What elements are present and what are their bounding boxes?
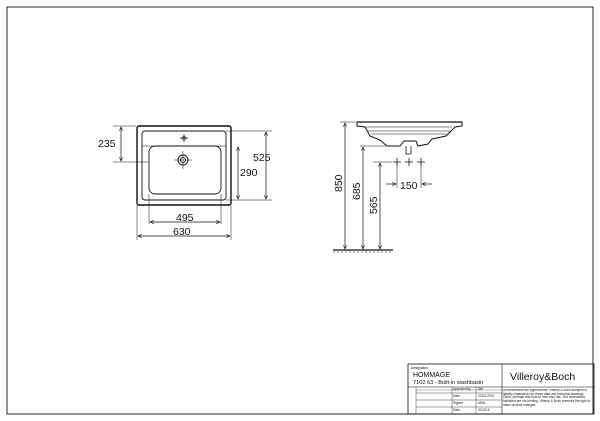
dim-label-685: 685 bbox=[351, 182, 363, 200]
plan-view: 235 290 525 495 630 bbox=[98, 125, 272, 240]
title-label-date2: Date bbox=[453, 408, 460, 412]
title-value-signed: MHA bbox=[478, 401, 486, 405]
drain-icon bbox=[174, 151, 192, 169]
title-value-approved: DM bbox=[478, 387, 483, 391]
drain-pipe bbox=[405, 146, 412, 155]
title-value-date: 23.05.2015 bbox=[478, 394, 494, 398]
brand-logo-text: Villeroy&Boch bbox=[510, 371, 575, 383]
title-label-approved: Approved by bbox=[453, 387, 471, 391]
title-series: HOMMAGE bbox=[413, 372, 450, 379]
dim-label-290: 290 bbox=[240, 167, 258, 179]
title-label-date: Date bbox=[453, 394, 460, 398]
basin-outer-rim bbox=[136, 125, 232, 206]
drawing-border bbox=[6, 6, 594, 415]
tap-holes-icon bbox=[393, 158, 425, 166]
dim-label-235: 235 bbox=[98, 138, 116, 150]
dim-label-850: 850 bbox=[333, 174, 345, 192]
title-item-description: 7102 63 - Built-in washbasin bbox=[413, 380, 483, 386]
dim-label-630: 630 bbox=[173, 226, 191, 238]
dim-label-150: 150 bbox=[400, 180, 418, 192]
title-disclaimer: All dimensions are approximate. Villeroy… bbox=[503, 389, 591, 407]
basin-bowl bbox=[148, 145, 222, 195]
title-block: Designation HOMMAGE 7102 63 - Built-in w… bbox=[407, 363, 595, 415]
title-label-designation: Designation bbox=[411, 366, 428, 370]
title-label-signed: Signed bbox=[453, 401, 463, 405]
title-value-date2: 03.2015 bbox=[478, 408, 490, 412]
dim-label-565: 565 bbox=[368, 196, 380, 214]
basin-hatching bbox=[365, 126, 452, 135]
side-view: 150 850 685 565 bbox=[333, 121, 463, 253]
tap-hole-icon bbox=[180, 134, 188, 142]
dim-label-495: 495 bbox=[176, 212, 194, 224]
basin-inner-rim bbox=[141, 130, 227, 201]
basin-section-profile bbox=[356, 121, 463, 147]
dim-label-525: 525 bbox=[253, 152, 271, 164]
